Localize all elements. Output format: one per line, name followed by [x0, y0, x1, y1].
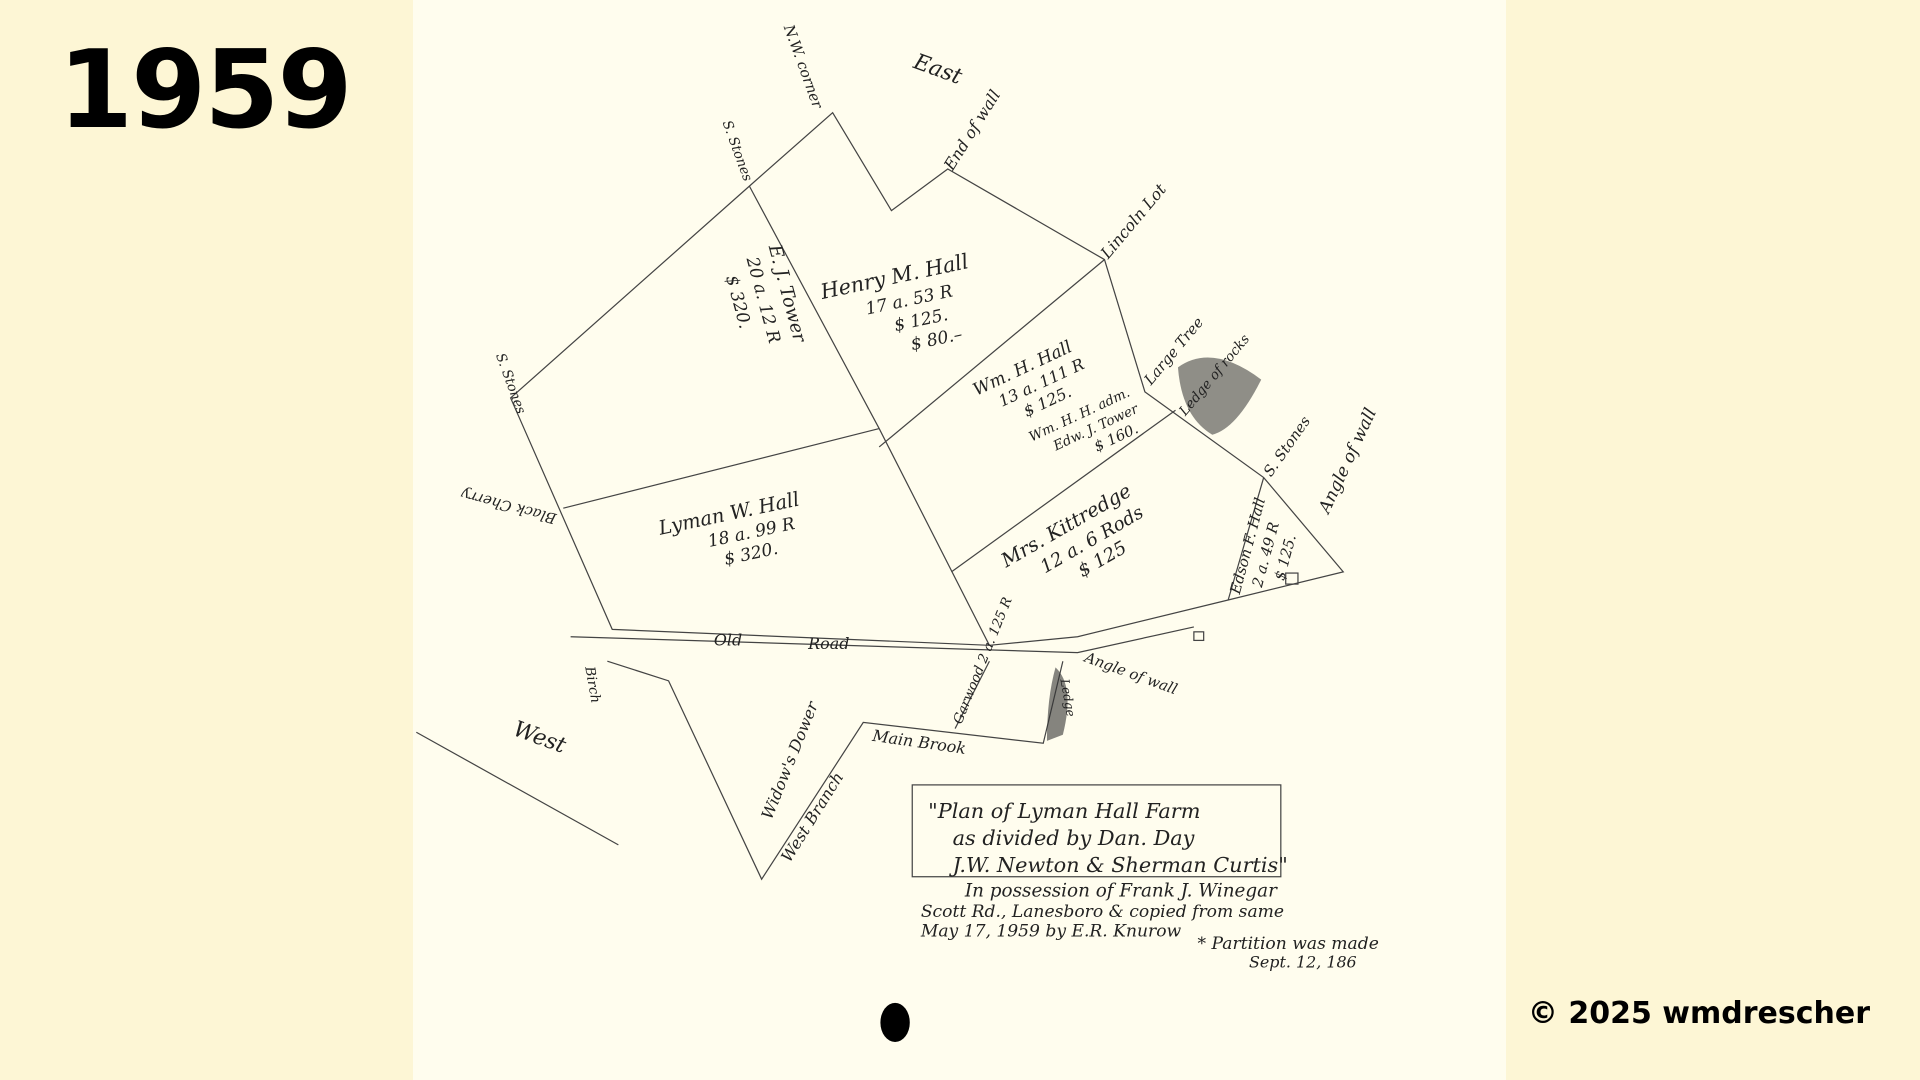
old-road-label-1: Old — [714, 630, 742, 649]
old-road-label-2: Road — [807, 634, 849, 653]
marker-stones-3: S. Stones — [1260, 413, 1314, 480]
marker-stones-1: S. Stones — [719, 119, 755, 184]
marker-angle-of-wall-2: Angle of wall — [1080, 648, 1179, 698]
marker-birch: Birch — [581, 664, 602, 704]
partition-note: * Partition was made — [1198, 934, 1379, 954]
note-line: Scott Rd., Lanesboro & copied from same — [921, 902, 1284, 922]
title-line: "Plan of Lyman Hall Farm — [928, 799, 1200, 823]
parcel-tower: E. J. Tower 20 a. 12 R $ 320. — [721, 241, 810, 345]
partition-date: Sept. 12, 186 — [1249, 952, 1357, 971]
title-line: as divided by Dan. Day — [953, 826, 1195, 850]
marker-lincoln-lot: Lincoln Lot — [1096, 180, 1170, 263]
main-brook-label: Main Brook — [870, 726, 967, 758]
parcel-wm-hall: Wm. H. Hall 13 a. 111 R $ 125. Wm. H. H.… — [970, 337, 1142, 455]
marker-ledge: Ledge — [1057, 677, 1078, 718]
parcel-henry-hall: Henry M. Hall 17 a. 53 R $ 125. $ 80.– — [817, 249, 970, 355]
marker-nw-corner: N.W. corner — [780, 22, 827, 112]
garwood-label: Garwood 2 a. 125 R — [951, 595, 1016, 726]
map-paper — [413, 0, 1506, 1080]
marker-end-of-wall: End of wall — [939, 86, 1004, 174]
marker-black-cherry: Black Cherry — [459, 485, 559, 527]
parcel-lyman-hall: Lyman W. Hall 18 a. 99 R $ 320. — [656, 488, 802, 570]
compass-east: East — [909, 49, 965, 90]
note-line: May 17, 1959 by E.R. Knurow — [920, 922, 1182, 942]
parcel-kittredge: Mrs. Kittredge 12 a. 6 Rods $ 125 — [996, 479, 1147, 582]
copy-notes: In possession of Frank J. Winegar Scott … — [920, 880, 1379, 971]
copyright-label: © 2025 wmdrescher — [1527, 996, 1870, 1031]
boundary-lines — [416, 111, 1345, 1043]
note-line: In possession of Frank J. Winegar — [964, 880, 1278, 901]
title-line: J.W. Newton & Sherman Curtis" — [949, 853, 1288, 877]
marker-stones-2: S. Stones — [492, 351, 528, 416]
marker-angle-of-wall-1: Angle of wall — [1314, 405, 1381, 518]
title-box: "Plan of Lyman Hall Farm as divided by D… — [928, 799, 1288, 877]
year-title: 1959 — [58, 28, 353, 153]
compass-west: West — [510, 717, 569, 759]
